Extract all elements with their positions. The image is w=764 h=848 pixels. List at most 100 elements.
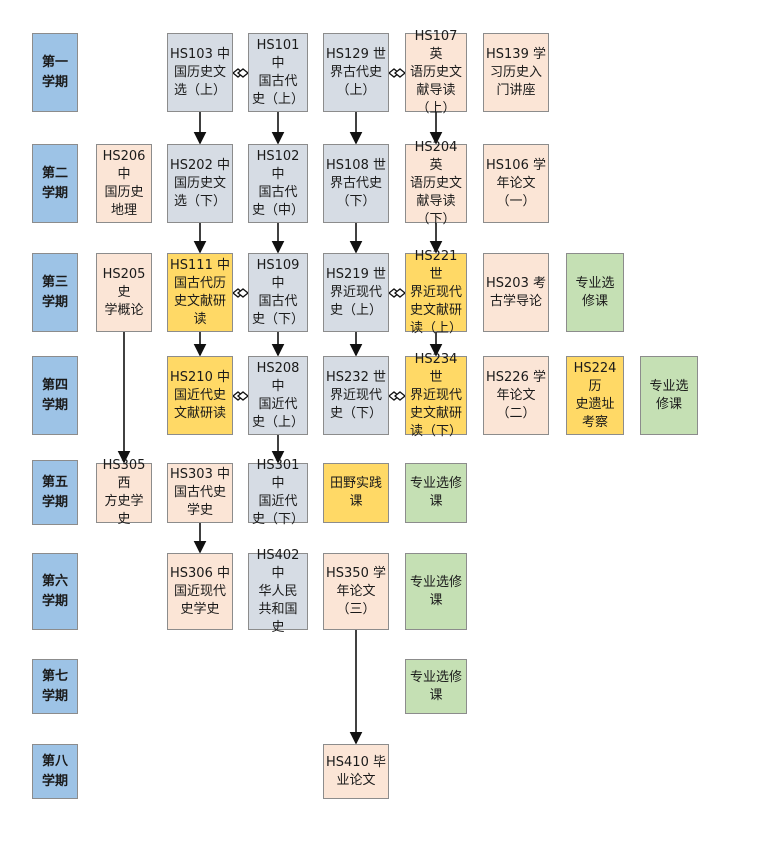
course-hs208: HS208 中 国近代 史（上） [248, 356, 308, 435]
course-hs306: HS306 中 国近现代 史学史 [167, 553, 233, 630]
course-hs350: HS350 学 年论文 （三） [323, 553, 389, 630]
course-hs129: HS129 世 界古代史 （上） [323, 33, 389, 112]
term-label: 第四 学期 [41, 377, 68, 413]
link-diamond-icon [387, 391, 401, 401]
course-hs111: HS111 中 国古代历 史文献研 读 [167, 253, 233, 332]
course-label: HS306 中 国近现代 史学史 [170, 565, 230, 617]
course-label: HS202 中 国历史文 选（下） [170, 157, 230, 209]
link-diamond-icon [393, 391, 407, 401]
term-8: 第八 学期 [32, 744, 78, 799]
course-hs232: HS232 世 界近现代 史（下） [323, 356, 389, 435]
term-1: 第一 学期 [32, 33, 78, 112]
course-elective-5: 专业选修 课 [405, 463, 467, 523]
term-2: 第二 学期 [32, 144, 78, 223]
course-field-practice: 田野实践 课 [323, 463, 389, 523]
link-diamond-icon [231, 391, 245, 401]
course-label: 专业选修 课 [409, 574, 462, 608]
course-label: HS107 英 语历史文 献导读 （上） [409, 28, 462, 116]
course-hs108: HS108 世 界古代史 （下） [323, 144, 389, 223]
course-label: HS221 世 界近现代 史文献研 读（上） [409, 248, 462, 336]
course-label: HS208 中 国近代 史（上） [251, 360, 304, 430]
course-label: 专业选修 课 [409, 669, 462, 703]
link-diamond-icon [231, 68, 245, 78]
term-label: 第二 学期 [41, 165, 68, 201]
course-hs224: HS224 历 史遗址 考察 [566, 356, 624, 435]
course-label: HS139 学 习历史入 门讲座 [486, 46, 546, 98]
course-hs103: HS103 中 国历史文 选（上） [167, 33, 233, 112]
term-label: 第一 学期 [41, 54, 68, 90]
course-hs102: HS102 中 国古代 史（中） [248, 144, 308, 223]
course-elective-6: 专业选修 课 [405, 553, 467, 630]
link-diamond-icon [393, 288, 407, 298]
course-label: HS106 学 年论文 （一） [486, 157, 546, 209]
link-diamond-icon [236, 68, 250, 78]
term-4: 第四 学期 [32, 356, 78, 435]
course-label: HS108 世 界古代史 （下） [326, 157, 386, 209]
term-label: 第八 学期 [41, 753, 68, 789]
course-hs106: HS106 学 年论文 （一） [483, 144, 549, 223]
term-label: 第三 学期 [41, 274, 68, 310]
course-elective-4: 专业选 修课 [640, 356, 698, 435]
course-hs206: HS206 中 国历史 地理 [96, 144, 152, 223]
course-elective-7: 专业选修 课 [405, 659, 467, 714]
course-hs301: HS301 中 国近代 史（下） [248, 458, 308, 527]
course-label: HS203 考 古学导论 [486, 275, 546, 309]
course-label: HS303 中 国古代史 学史 [170, 467, 230, 518]
course-hs226: HS226 学 年论文 （二） [483, 356, 549, 435]
course-hs203: HS203 考 古学导论 [483, 253, 549, 332]
course-label: HS101 中 国古代 史（上） [251, 37, 304, 107]
course-label: HS305 西 方史学 史 [102, 458, 146, 527]
course-elective-3: 专业选 修课 [566, 253, 624, 332]
course-label: HS350 学 年论文 （三） [326, 565, 386, 617]
course-label: HS402 中 华人民 共和国 史 [256, 547, 300, 635]
course-hs109: HS109 中 国古代 史（下） [248, 253, 308, 332]
course-label: HS206 中 国历史 地理 [102, 148, 146, 218]
term-7: 第七 学期 [32, 659, 78, 714]
link-diamond-icon [387, 288, 401, 298]
course-hs204: HS204 英 语历史文 献导读 （下） [405, 140, 467, 227]
link-diamond-icon [387, 68, 401, 78]
course-label: 专业选 修课 [649, 378, 689, 412]
course-label: 专业选 修课 [575, 275, 615, 309]
course-label: HS224 历 史遗址 考察 [573, 360, 617, 430]
course-hs305: HS305 西 方史学 史 [96, 458, 152, 527]
term-5: 第五 学期 [32, 460, 78, 525]
course-hs303: HS303 中 国古代史 学史 [167, 463, 233, 523]
course-label: HS205 史 学概论 [102, 266, 146, 318]
course-hs202: HS202 中 国历史文 选（下） [167, 144, 233, 223]
course-label: HS109 中 国古代 史（下） [251, 257, 304, 327]
course-label: HS226 学 年论文 （二） [486, 369, 546, 421]
course-label: HS410 毕 业论文 [326, 754, 386, 788]
course-label: HS219 世 界近现代 史（上） [326, 266, 386, 318]
term-label: 第七 学期 [41, 668, 68, 704]
course-hs219: HS219 世 界近现代 史（上） [323, 253, 389, 332]
course-label: 专业选修 课 [409, 476, 462, 509]
term-6: 第六 学期 [32, 553, 78, 630]
link-diamond-icon [236, 391, 250, 401]
link-diamond-icon [236, 288, 250, 298]
course-label: HS102 中 国古代 史（中） [251, 148, 304, 218]
course-label: HS129 世 界古代史 （上） [326, 46, 386, 98]
term-label: 第五 学期 [41, 474, 68, 510]
course-hs221: HS221 世 界近现代 史文献研 读（上） [405, 249, 467, 336]
course-label: HS111 中 国古代历 史文献研 读 [170, 257, 230, 327]
course-label: HS232 世 界近现代 史（下） [326, 369, 386, 421]
term-label: 第六 学期 [41, 573, 68, 609]
course-label: 田野实践 课 [329, 476, 382, 509]
course-hs205: HS205 史 学概论 [96, 253, 152, 332]
course-hs410: HS410 毕 业论文 [323, 744, 389, 799]
course-label: HS301 中 国近代 史（下） [251, 458, 304, 527]
course-label: HS210 中 国近代史 文献研读 [170, 369, 230, 421]
course-label: HS234 世 界近现代 史文献研 读（下） [409, 351, 462, 439]
link-diamond-icon [393, 68, 407, 78]
course-hs402: HS402 中 华人民 共和国 史 [248, 548, 308, 635]
course-hs210: HS210 中 国近代史 文献研读 [167, 356, 233, 435]
course-label: HS103 中 国历史文 选（上） [170, 46, 230, 98]
course-hs107: HS107 英 语历史文 献导读 （上） [405, 29, 467, 116]
course-hs234: HS234 世 界近现代 史文献研 读（下） [405, 352, 467, 439]
term-3: 第三 学期 [32, 253, 78, 332]
course-hs139: HS139 学 习历史入 门讲座 [483, 33, 549, 112]
link-diamond-icon [231, 288, 245, 298]
course-hs101: HS101 中 国古代 史（上） [248, 33, 308, 112]
